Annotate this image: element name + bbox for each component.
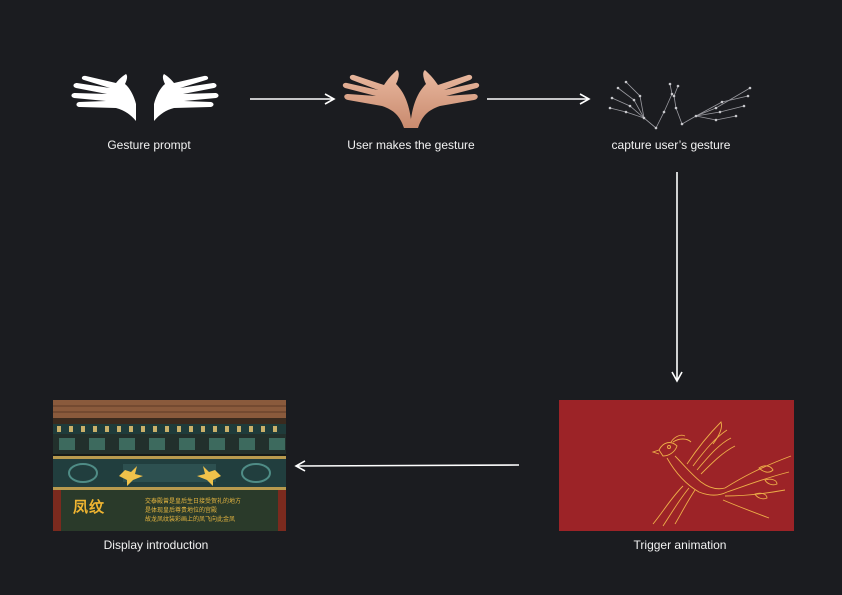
introduction-caption-line-1: 交泰殿曾是皇后生日接受贺礼的地方 [145, 498, 242, 505]
step-label-capture-gesture: capture user’s gesture [611, 138, 731, 152]
introduction-title: 凤纹 [73, 498, 106, 516]
introduction-panel: 凤纹 交泰殿曾是皇后生日接受贺礼的地方 是体现皇后尊贵地位的宫殿 故龙凤纹装彩画… [53, 400, 286, 531]
step-label-trigger-animation: Trigger animation [633, 538, 727, 552]
arrow-animation-to-introduction [294, 460, 520, 472]
introduction-caption-line-2: 是体现皇后尊贵地位的宫殿 [145, 507, 218, 514]
step-label-gesture-prompt: Gesture prompt [107, 138, 191, 152]
step-label-user-makes-gesture: User makes the gesture [347, 138, 475, 152]
step-label-display-introduction: Display introduction [103, 538, 209, 552]
phoenix-icon [651, 421, 792, 527]
animation-panel [559, 400, 794, 531]
hand-landmark-skeleton-icon [608, 80, 752, 130]
gesture-prompt-hands-icon [71, 74, 219, 121]
palace-eave-image [53, 400, 286, 531]
user-crossed-hands-image [342, 70, 480, 128]
introduction-caption-line-3: 故龙凤纹装彩画上的凤飞向此金凤 [145, 516, 236, 523]
